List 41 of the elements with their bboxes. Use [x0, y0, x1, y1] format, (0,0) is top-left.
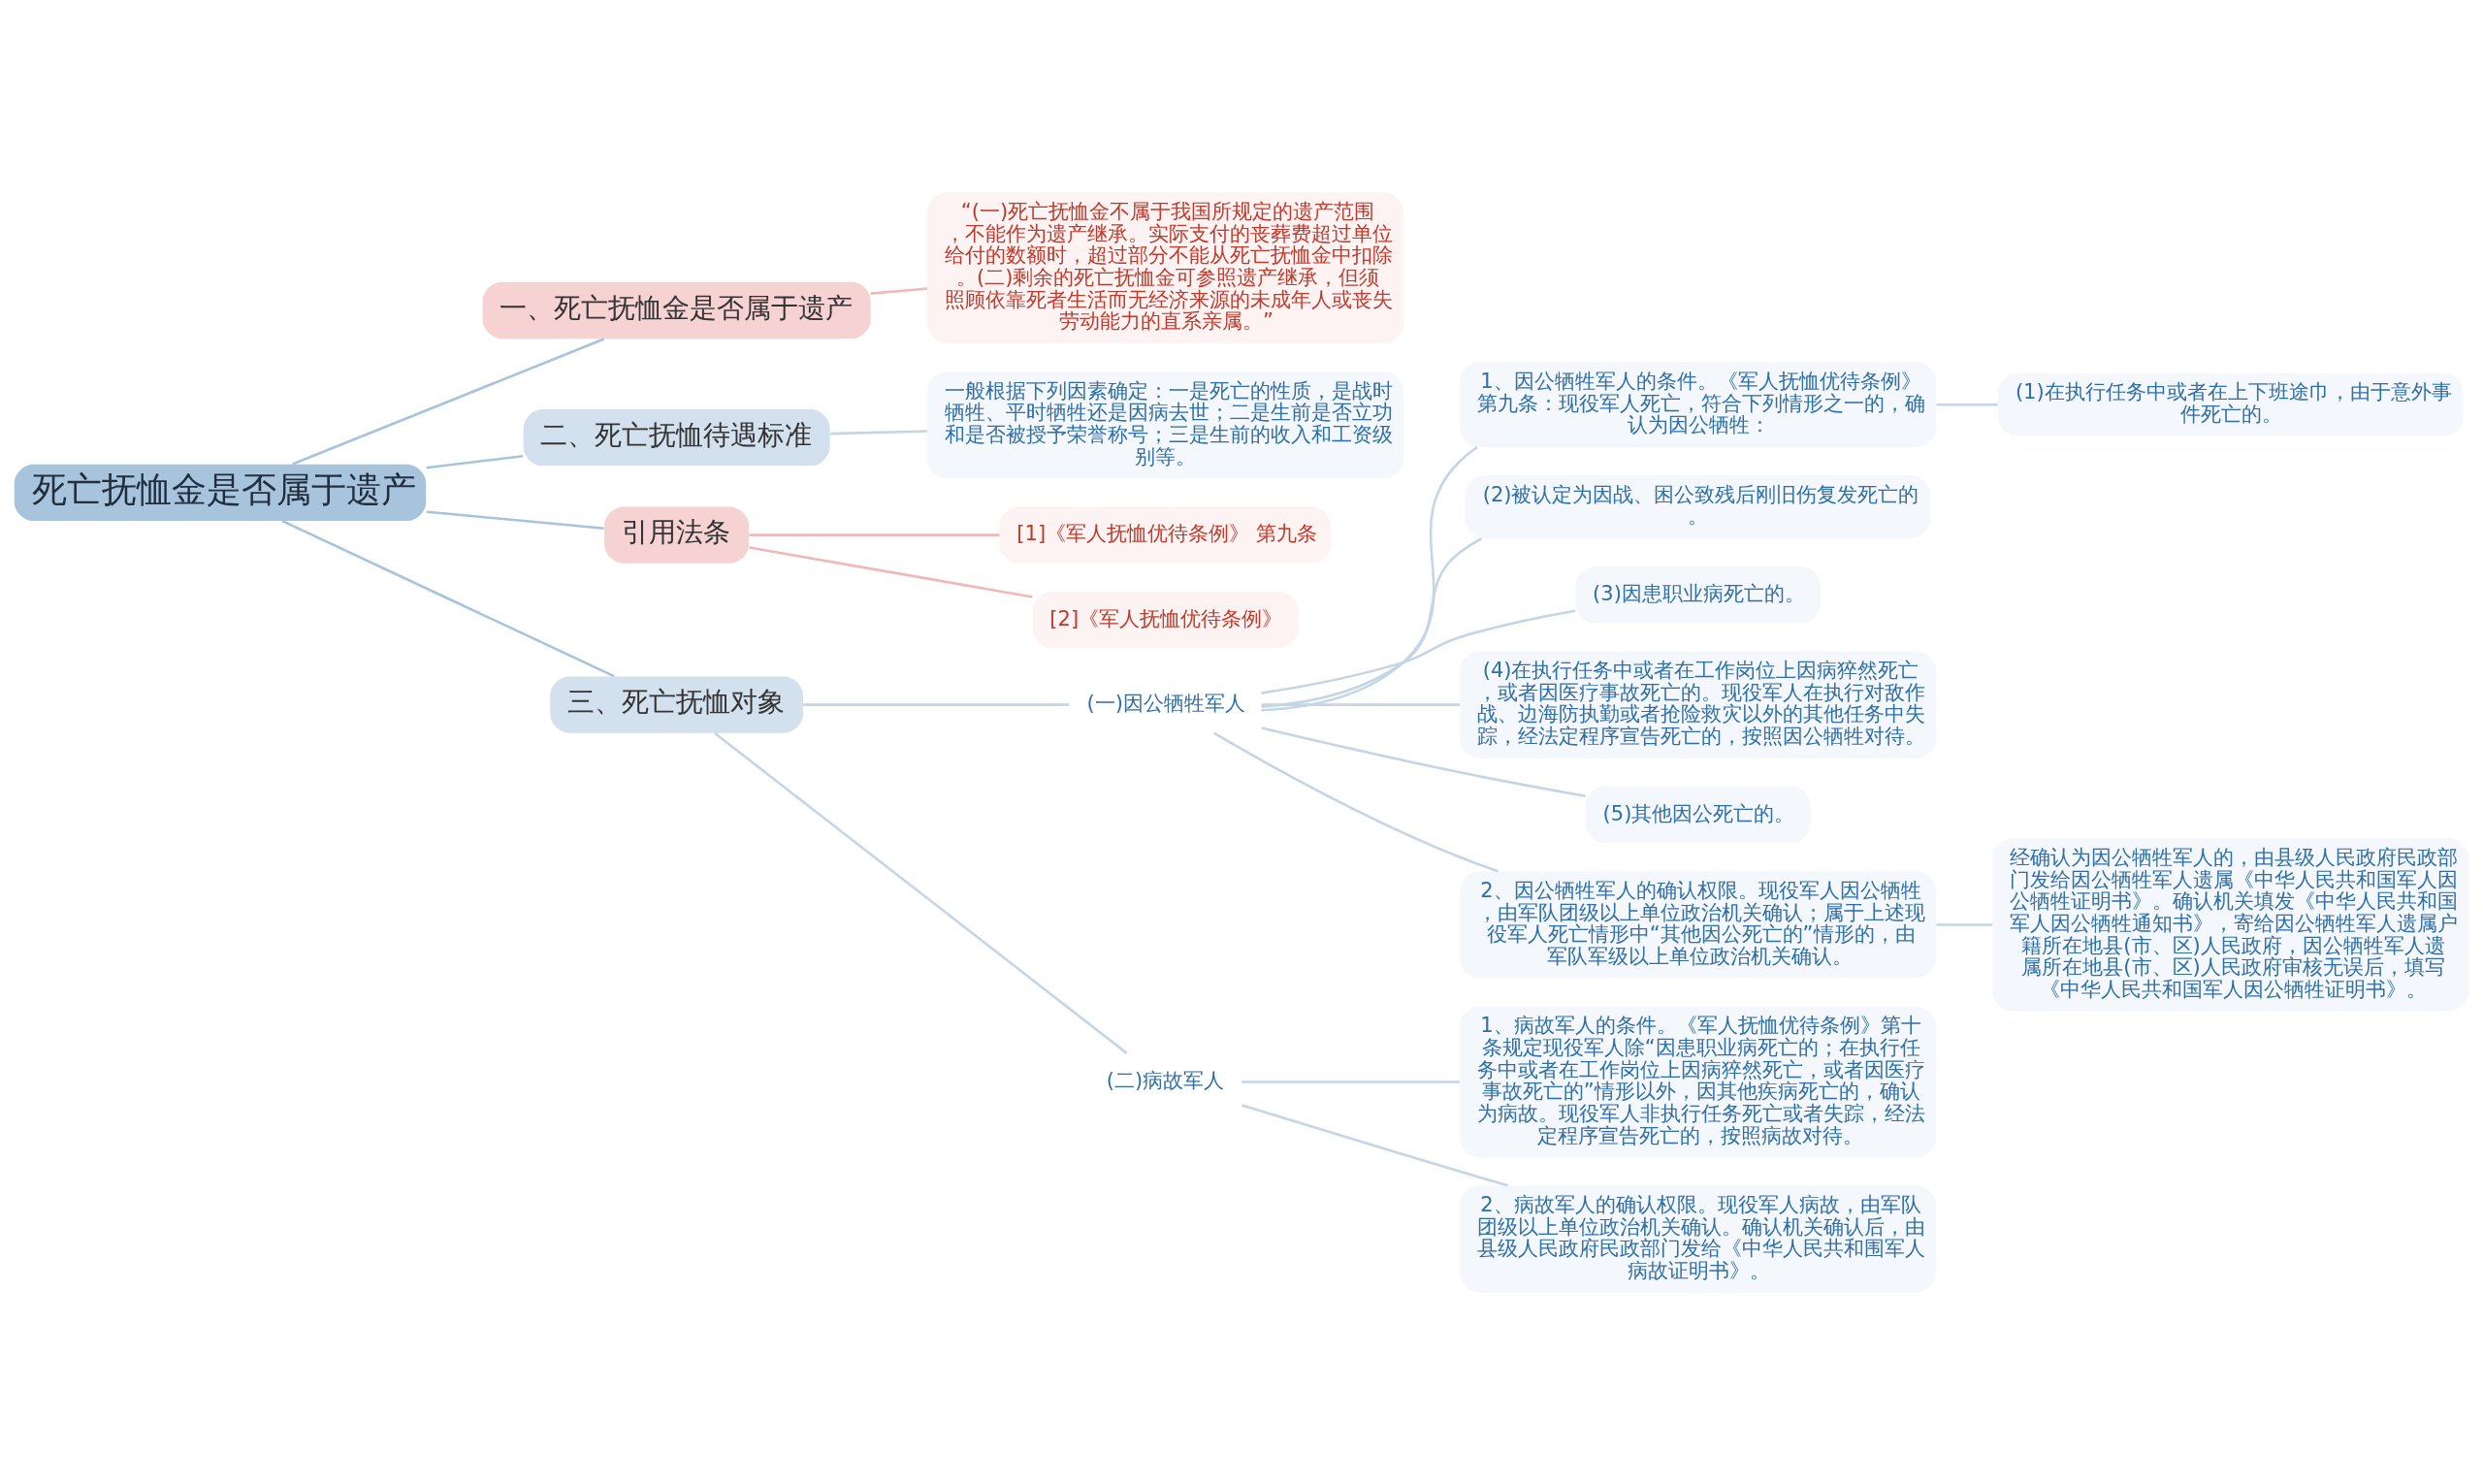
node-box: 2、因公牺牲军人的确认权限。现役军人因公牺牲，由军队团级以上单位政治机关确认；属于上述现役军人死亡情形中“其他因公死亡的”情形的，由军队军级以上单位政治机关确认。 [1460, 870, 1937, 978]
connector [1261, 536, 1483, 708]
connector [292, 337, 605, 466]
connector [1936, 922, 1993, 926]
node-box: 三、死亡抚恤对象 [550, 675, 803, 733]
connector [1213, 731, 1499, 872]
connector [1261, 608, 1576, 694]
connector [1936, 403, 1998, 405]
node-box: 引用法条 [604, 506, 750, 564]
connector [714, 731, 1128, 1054]
node-box: [1]《军人抚恤优待条例》 第九条 [999, 506, 1332, 564]
node-box: 一、死亡抚恤金是否属于遗产 [482, 281, 871, 339]
node-box: 一般根据下列因素确定：一是死亡的性质，是战时牺牲、平时牺牲还是因病去世；二是生前是否立功和是否被授予荣誉称号；三是生前的收入和工资级别等。 [927, 371, 1403, 478]
node-box: 死亡抚恤金是否属于遗产 [14, 464, 427, 521]
node-box: 2、病故军人的确认权限。现役军人病故，由军队团级以上单位政治机关确认。确认机关确认后，由县级人民政府民政部门发给《中华人民共和围军人病故证明书》。 [1460, 1184, 1937, 1292]
connector [830, 429, 927, 435]
node-box: (1)在执行任务中或者在上下班途巾，由于意外事件死亡的。 [1998, 372, 2464, 436]
node-text: (二)病故军人 [1106, 1067, 1225, 1092]
node-box: (5)其他因公死亡的。 [1585, 786, 1811, 843]
connector [426, 454, 524, 469]
node-box: “(一)死亡抚恤金不属于我国所规定的遗产范围，不能作为遗产继承。实际支付的丧葬费超过单位给付的数额时，超过部分不能从死亡抚恤金中扣除。(二)剩余的死亡抚恤金可参照遗产继承，但须照顾依靠死者生活而无经济来源的未成年人或丧失劳动能力的直系亲属。” [927, 192, 1403, 343]
node-box: (3)因患职业病死亡的。 [1575, 565, 1821, 623]
connector [281, 519, 615, 677]
connector [749, 532, 1000, 536]
connector [1261, 702, 1461, 706]
connector [749, 545, 1033, 598]
node-box: 1、因公牺牲军人的条件。《军人抚恤优待条例》第九条：现役军人死亡，符合下列情形之一的，确认为因公牺牲： [1460, 361, 1937, 447]
node-box: (2)被认定为因战、困公致残后刚旧伤复发死亡的。 [1465, 474, 1931, 538]
connector [803, 702, 1070, 706]
connector [1261, 445, 1478, 712]
connector [870, 286, 927, 295]
node-box: (4)在执行任务中或者在工作岗位上因病猝然死亡，或者因医疗事故死亡的。现役军人在执行对敌作战、边海防执勤或者抢险救灾以外的其他任务中失踪，经法定程序宣告死亡的，按照因公牺牲对待。 [1460, 651, 1937, 758]
node-box: 二、死亡抚恤待遇标准 [523, 408, 830, 466]
node-box: 1、病故军人的条件。《军人抚恤优待条例》第十条规定现役军人除“因患职业病死亡的；在执行任务中或者在工作岗位上因病猝然死亡，或者因医疗事故死亡的”情形以外，因其他疾病死亡的，确认为病故。现役军人非执行任务死亡或者失踪，经法定程序宣告死亡的，按照病故对待。 [1460, 1006, 1937, 1157]
connector [1242, 1103, 1508, 1186]
node-box: 经确认为因公牺牲军人的，由县级人民政府民政部门发给因公牺牲军人遗属《中华人民共和国军人因公牺牲证明书》。确认机关填发《中华人民共和国军人因公牺牲通知书》，寄给因公牺牲军人遗属户籍所在地县(市、区)人民政府，因公牺牲军人遗属所在地县(市、区)人民政府审核无误后，填写《中华人民共和国军人因公牺牲证明书》。 [1992, 837, 2469, 1012]
connector [1242, 1080, 1460, 1083]
connector [426, 509, 604, 530]
node-box: [2]《军人抚恤优待条例》 [1032, 591, 1299, 648]
connector [1261, 726, 1586, 797]
node-text: (一)因公牺牲军人 [1086, 690, 1245, 715]
